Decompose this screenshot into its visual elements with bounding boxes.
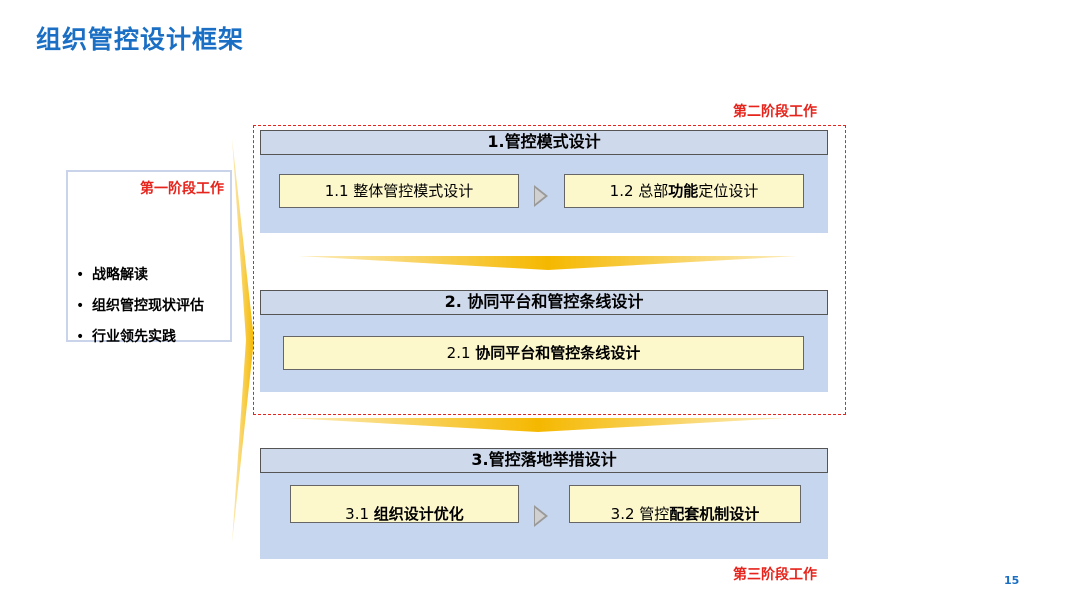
box-text: 3.1 (345, 505, 374, 523)
stage2-label: 第二阶段工作 (733, 104, 817, 120)
stage1-label: 第一阶段工作 (140, 181, 224, 197)
box-text-bold: 协同平台和管控条线设计 (475, 344, 641, 362)
flow-arrow-1 (298, 256, 798, 270)
stage-chevron-arrow (232, 138, 254, 543)
triangle-arrow-icon (534, 505, 548, 527)
box-text-bold: 组织设计优化 (373, 505, 464, 523)
section3-box2: 3.2 管控配套机制设计 (569, 485, 801, 523)
stage1-panel: 第一阶段工作 •战略解读 •组织管控现状评估 •行业领先实践 (66, 170, 232, 345)
triangle-arrow-icon (534, 185, 548, 207)
box-text: 2.1 (446, 344, 476, 362)
box-text-bold: 配套机制设计 (669, 505, 760, 523)
box-text: 定位设计 (698, 182, 759, 200)
section3-box1: 3.1 组织设计优化 (290, 485, 519, 523)
bullet-item: •组织管控现状评估 (76, 298, 204, 314)
bullet-text: 组织管控现状评估 (92, 298, 204, 314)
section1-box2: 1.2 总部功能定位设计 (564, 174, 804, 208)
bullet-item: •战略解读 (76, 267, 148, 283)
flow-arrow-2 (288, 418, 788, 432)
stage2-frame (253, 125, 846, 415)
bullet-text: 行业领先实践 (92, 329, 176, 345)
bullet-item: •行业领先实践 (76, 329, 176, 345)
page-title: 组织管控设计框架 (36, 25, 245, 54)
section2-header: 2. 协同平台和管控条线设计 (260, 290, 828, 315)
section2-box1: 2.1 协同平台和管控条线设计 (283, 336, 804, 370)
box-text: 1.2 总部 (609, 182, 669, 200)
stage1-bullet-list: •战略解读 •组织管控现状评估 •行业领先实践 (76, 260, 204, 353)
bullet-text: 战略解读 (92, 267, 148, 283)
page-number: 15 (1004, 574, 1020, 587)
section1-header: 1.管控模式设计 (260, 130, 828, 155)
section3-header: 3.管控落地举措设计 (260, 448, 828, 473)
box-text: 3.2 管控 (610, 505, 670, 523)
stage3-label: 第三阶段工作 (733, 567, 817, 583)
box-text-bold: 功能 (668, 182, 699, 200)
section1-box1: 1.1 整体管控模式设计 (279, 174, 519, 208)
